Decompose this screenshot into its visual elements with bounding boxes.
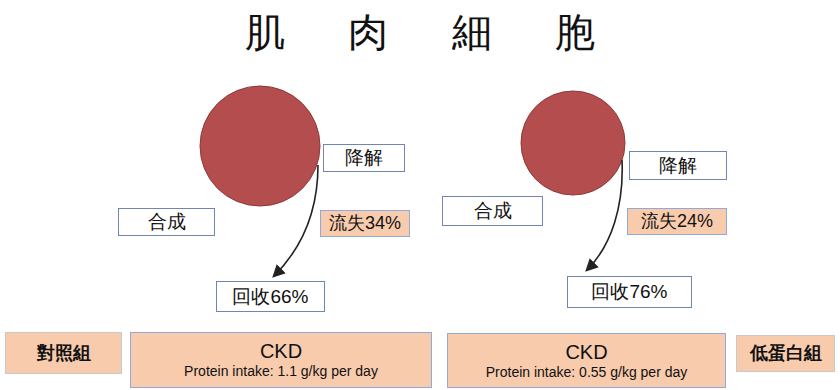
loss-label: 流失24% xyxy=(627,208,727,235)
box-text: 流失34% xyxy=(329,213,401,234)
process-label: 合成 xyxy=(442,196,543,226)
box-text: 低蛋白組 xyxy=(750,343,822,364)
recycle-label: 回收76% xyxy=(567,276,692,308)
box-text: 合成 xyxy=(148,211,186,233)
recycle-arrow xyxy=(274,165,318,276)
loss-label: 流失34% xyxy=(320,210,410,237)
box-text: CKD xyxy=(260,340,302,363)
box-subtext: Protein intake: 0.55 g/kg per day xyxy=(486,364,688,380)
process-label: 降解 xyxy=(323,144,405,172)
box-text: CKD xyxy=(565,341,607,364)
group-label: 低蛋白組 xyxy=(736,335,835,372)
box-text: 流失24% xyxy=(641,211,713,232)
box-text: 回收76% xyxy=(591,281,667,303)
group-label: 對照組 xyxy=(5,332,122,374)
process-label: 合成 xyxy=(118,208,215,236)
box-text: 降解 xyxy=(345,147,383,169)
recycle-label: 回收66% xyxy=(216,281,325,312)
box-text: 對照組 xyxy=(37,343,91,364)
condition-box: CKDProtein intake: 1.1 g/kg per day xyxy=(130,332,432,388)
recycle-arrow xyxy=(587,160,622,270)
box-text: 降解 xyxy=(659,155,697,177)
muscle-cell xyxy=(200,86,320,206)
condition-box: CKDProtein intake: 0.55 g/kg per day xyxy=(447,333,726,388)
title: 肌 肉 細 胞 xyxy=(180,10,660,54)
box-text: 回收66% xyxy=(232,286,308,308)
process-label: 降解 xyxy=(629,151,727,180)
box-text: 合成 xyxy=(474,200,512,222)
muscle-cell xyxy=(521,91,625,195)
box-subtext: Protein intake: 1.1 g/kg per day xyxy=(184,363,378,379)
